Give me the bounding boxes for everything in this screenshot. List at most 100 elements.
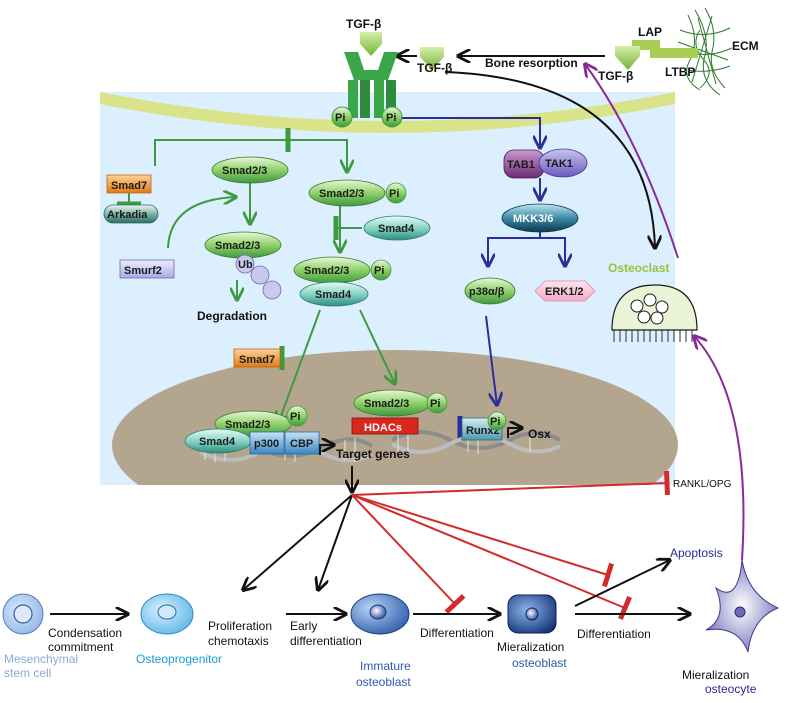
differentiation-2-label: Differentiation <box>577 627 651 641</box>
tak1-label: TAK1 <box>545 158 573 170</box>
mineralization-2-label: Mieralization <box>682 668 749 682</box>
bone-resorption-label: Bone resorption <box>485 56 578 70</box>
rankl-opg-label: RANKL/OPG <box>673 479 732 490</box>
smad7-cyto <box>106 174 152 194</box>
target-genes-label: Target genes <box>336 447 410 461</box>
degradation-label: Degradation <box>197 309 267 323</box>
smad-complex-23-label: Smad2/3 <box>304 265 349 277</box>
condensation-line2: commitment <box>48 640 114 654</box>
lap-bar <box>632 40 660 50</box>
receptor-pi-left <box>331 106 353 128</box>
tgfb-receptor <box>344 52 398 118</box>
tgfb-ligand-shape <box>360 32 382 56</box>
smad-complex-4 <box>299 281 369 307</box>
tgfb-free-shape <box>420 47 444 70</box>
ub-ball-1 <box>235 254 255 274</box>
p300-label: p300 <box>254 438 279 450</box>
early-diff-line2: differentiation <box>290 634 362 648</box>
nuc-smad23-label: Smad2/3 <box>225 419 270 431</box>
p38-label: p38α/β <box>469 286 505 298</box>
lap-label: LAP <box>638 25 662 39</box>
ub-label: Ub <box>238 259 253 271</box>
proliferation-line2: chemotaxis <box>208 634 269 648</box>
differentiation-1-label: Differentiation <box>420 626 494 640</box>
target-genes-arrow <box>319 445 334 455</box>
osteocyte-to-osteoclast-arrow <box>694 336 745 561</box>
smurf2-label: Smurf2 <box>124 265 162 277</box>
immature-label-line2: osteoblast <box>356 675 411 689</box>
smad23-p-pi <box>385 182 407 204</box>
hdac-smad23-pi-label: Pi <box>430 398 440 410</box>
tgfb-latent-shape <box>615 46 640 70</box>
receptor-pi-right-label: Pi <box>386 112 396 124</box>
ecm-label: ECM <box>732 39 759 53</box>
smad-complex-pi-label: Pi <box>374 265 384 277</box>
tab1-label: TAB1 <box>507 159 535 171</box>
nuc-smad23-pi-label: Pi <box>290 411 300 423</box>
mineralization-1-label: Mieralization <box>497 640 564 654</box>
ltbp-bar <box>650 48 698 58</box>
tgfb-latent-label: TGF-β <box>598 69 633 83</box>
osteoprogenitor-label: Osteoprogenitor <box>136 652 222 666</box>
smad-complex-4-label: Smad4 <box>315 289 352 301</box>
nuc-smad23-pi <box>286 405 308 427</box>
smad23-p-label: Smad2/3 <box>319 188 364 200</box>
hdac-smad23-label: Smad2/3 <box>364 398 409 410</box>
arkadia <box>103 204 159 224</box>
cbp-label: CBP <box>290 438 313 450</box>
smad-arrows <box>117 128 395 424</box>
hdacs <box>351 417 419 435</box>
osteoblast-label: osteoblast <box>512 656 567 670</box>
runx2-pi <box>487 411 507 431</box>
msc-label-line2: stem cell <box>4 666 51 680</box>
ub-ball-2 <box>250 265 270 285</box>
receptor-pi-left-label: Pi <box>335 112 345 124</box>
smad23-p <box>308 179 386 207</box>
erk12-label: ERK1/2 <box>545 286 584 298</box>
mkk36 <box>501 203 579 233</box>
immature-osteoblast-cell <box>350 593 410 635</box>
smad7-cyto-label: Smad7 <box>111 180 147 192</box>
smad23-p-pi-label: Pi <box>389 188 399 200</box>
smad7-lower <box>233 348 281 368</box>
osx-arrow <box>507 428 522 438</box>
smad-complex-pi <box>370 259 392 281</box>
ltbp-label: LTBP <box>665 65 695 79</box>
smurf2 <box>119 259 175 279</box>
tgfb-receptor-label: TGF-β <box>346 17 381 31</box>
osx-label: Osx <box>528 427 551 441</box>
osteocyte-label: osteocyte <box>705 682 757 696</box>
smad4-free-label: Smad4 <box>378 223 415 235</box>
mkk36-label: MKK3/6 <box>513 213 553 225</box>
osteoclast-label: Osteoclast <box>608 261 669 275</box>
p300 <box>249 431 285 455</box>
smad23-inactive <box>211 156 289 184</box>
hdacs-label: HDACs <box>364 422 402 434</box>
proliferation-line1: Proliferation <box>208 619 272 633</box>
msc-label-line1: Mesenchymal <box>4 652 78 666</box>
cbp <box>284 431 320 455</box>
smad4-free <box>363 215 431 241</box>
arkadia-label: Arkadia <box>107 209 148 221</box>
condensation-line1: Condensation <box>48 626 122 640</box>
cell-membrane <box>100 92 675 133</box>
ub-ball-3 <box>262 280 282 300</box>
nuc-smad4-label: Smad4 <box>199 436 236 448</box>
osteoprogenitor-cell <box>140 593 194 635</box>
early-diff-line1: Early <box>290 619 317 633</box>
immature-label-line1: Immature <box>360 659 411 673</box>
smad23-inactive-label: Smad2/3 <box>222 165 267 177</box>
p38 <box>464 277 516 305</box>
osteoclast-cell <box>611 284 698 342</box>
hub-black-arrows <box>243 466 352 590</box>
resorption-to-osteoclast-arrow <box>444 71 655 248</box>
mesenchymal-stem-cell <box>2 593 44 635</box>
smad7-lower-label: Smad7 <box>239 354 275 366</box>
tak1 <box>538 148 588 178</box>
apoptosis-label: Apoptosis <box>670 546 723 560</box>
osteoclast-to-resorption-arrow <box>585 64 679 259</box>
progression-arrows <box>50 560 690 614</box>
runx2-pi-label: Pi <box>490 416 500 428</box>
erk12 <box>534 280 596 302</box>
hub-red-inhibitions <box>351 470 670 621</box>
